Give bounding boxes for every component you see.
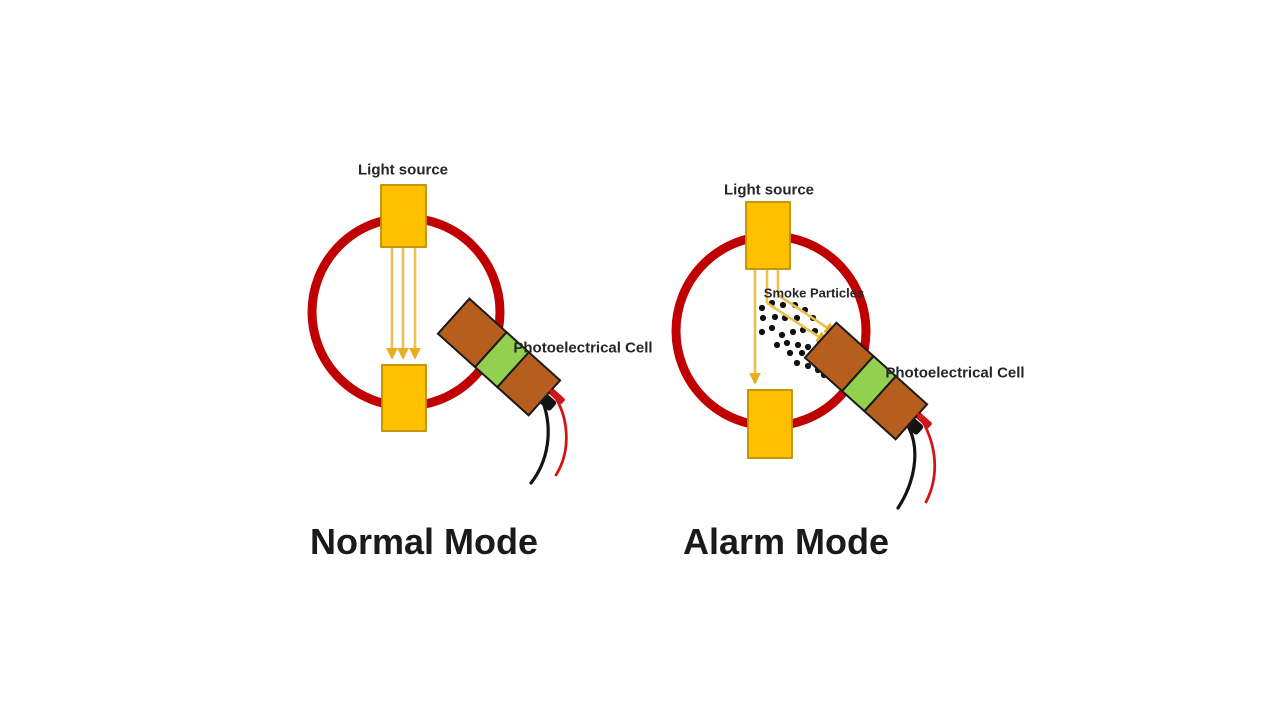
smoke-particle-dot: [783, 339, 791, 347]
photoelectrical-cell-label: Photoelectrical Cell: [885, 364, 1025, 382]
smoke-particle-dot: [778, 331, 786, 339]
cell-body-segment: [495, 350, 562, 417]
smoke-particle-dot: [804, 362, 812, 370]
smoke-particle-dot: [793, 314, 801, 322]
smoke-particle-dot: [779, 301, 787, 309]
smoke-particle-dot: [758, 304, 766, 312]
smoke-particle-dot: [789, 328, 797, 336]
smoke-particle-dot: [798, 349, 806, 357]
alarm-mode-title: Alarm Mode: [682, 521, 890, 562]
black-wire: [896, 426, 917, 510]
photoelectrical-cell-label: Photoelectrical Cell: [513, 339, 653, 357]
normal-mode-diagram: [307, 184, 568, 485]
light-source-box: [745, 201, 791, 270]
red-wire: [916, 412, 937, 504]
cell-body-segment: [862, 374, 929, 441]
smoke-particle-dot: [768, 324, 776, 332]
photoelectric-cell: [803, 321, 932, 441]
light-absorber-box: [747, 389, 793, 459]
light-source-box: [380, 184, 427, 248]
alarm-mode-diagram: [671, 201, 937, 510]
smoke-particle-dot: [794, 341, 802, 349]
smoke-particle-dot: [773, 341, 781, 349]
light-absorber-box: [381, 364, 427, 432]
light-source-label: Light source: [723, 181, 815, 199]
smoke-particle-dot: [804, 343, 812, 351]
smoke-particles-label: Smoke Particles: [763, 285, 865, 301]
red-wire: [549, 389, 568, 477]
scattered-beam: [766, 301, 829, 344]
smoke-particle-dot: [771, 313, 779, 321]
light-source-label: Light source: [357, 161, 449, 179]
scattered-beam: [777, 293, 837, 335]
smoke-particle-dot: [759, 314, 767, 322]
normal-mode-title: Normal Mode: [309, 521, 539, 562]
black-wire: [529, 403, 550, 485]
smoke-particle-dot: [786, 349, 794, 357]
smoke-particle-dot: [793, 359, 801, 367]
photoelectric-cell: [436, 297, 565, 417]
smoke-particle-dot: [758, 328, 766, 336]
